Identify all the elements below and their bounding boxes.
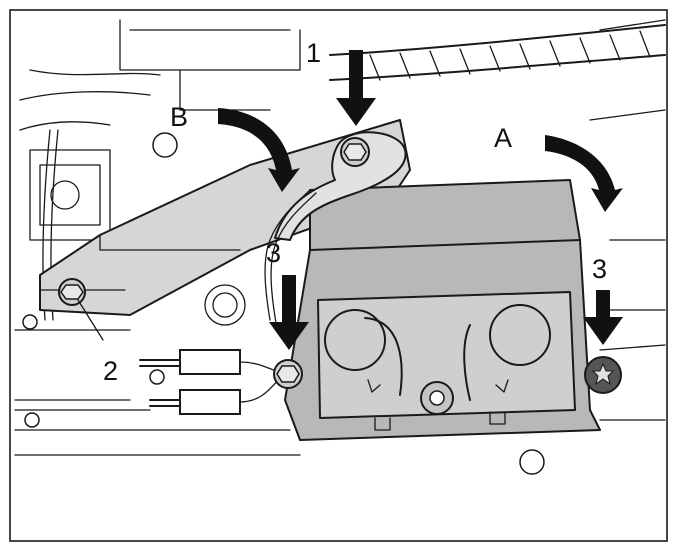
down-arrow-icon: [336, 50, 376, 126]
terminal-left: [324, 309, 386, 371]
ground-strap: [264, 131, 407, 324]
callout-label-b: B: [170, 102, 188, 132]
screw-3-left: [273, 359, 303, 389]
callout-label-3-left: 3: [266, 238, 281, 268]
sensor-connectors: [139, 349, 281, 415]
battery-housing: [284, 179, 601, 441]
nut-2: [58, 278, 86, 306]
engine-bay-background: [14, 19, 666, 456]
curved-arrow-icon: [218, 108, 300, 192]
callout-label-2: 2: [103, 356, 118, 386]
wire-harness: [29, 24, 666, 321]
down-arrow-icon: [583, 290, 623, 345]
down-arrow-icon: [269, 275, 309, 350]
curved-arrow-icon: [545, 135, 623, 212]
callout-label-3-right: 3: [592, 254, 607, 284]
leader-line-2: [77, 299, 104, 341]
screw-3-right: [584, 356, 622, 394]
terminal-right: [489, 304, 551, 366]
bolt-1: [340, 137, 370, 167]
callout-label-a: A: [494, 123, 512, 153]
callout-label-1: 1: [306, 38, 321, 68]
misc-fasteners: [22, 132, 545, 475]
